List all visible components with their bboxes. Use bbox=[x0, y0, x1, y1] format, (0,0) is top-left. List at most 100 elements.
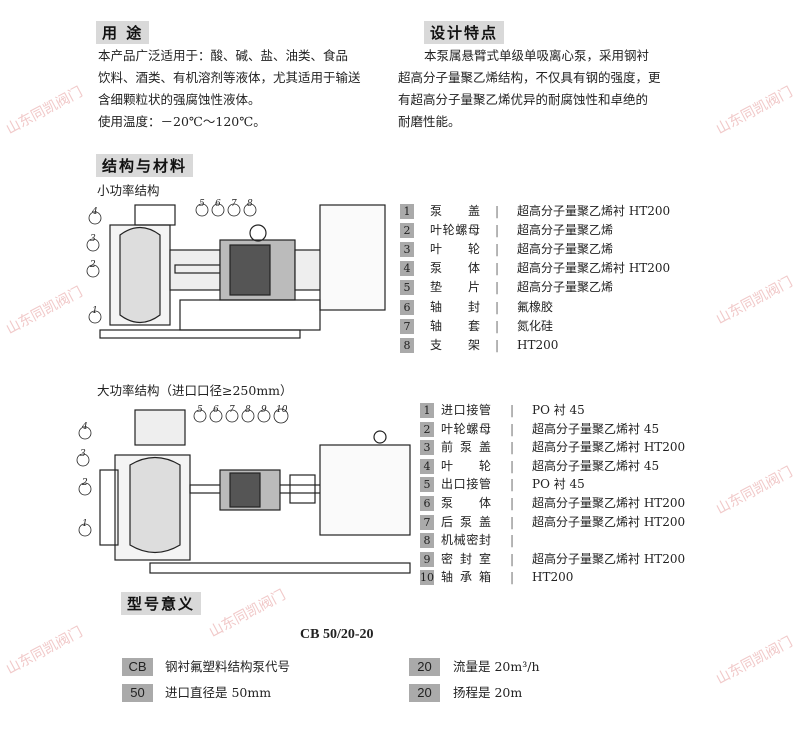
part-number: 9 bbox=[420, 551, 434, 567]
part-material: 超高分子量聚乙烯 bbox=[517, 280, 614, 295]
separator: | bbox=[510, 477, 515, 492]
watermark: 山东同凯阀门 bbox=[713, 634, 796, 688]
separator: | bbox=[495, 223, 500, 238]
watermark: 山东同凯阀门 bbox=[713, 84, 796, 138]
callout: 6 bbox=[213, 405, 219, 415]
separator: | bbox=[510, 496, 515, 510]
callout: 2 bbox=[82, 478, 88, 488]
small-pump-diagram bbox=[86, 203, 386, 339]
part-name: 前泵盖 bbox=[441, 440, 491, 455]
code-badge: CB bbox=[122, 658, 153, 676]
code-desc: 钢衬氟塑料结构泵代号 bbox=[165, 659, 291, 674]
part-material: 超高分子量聚乙烯衬 HT200 bbox=[517, 261, 671, 276]
watermark: 山东同凯阀门 bbox=[3, 624, 86, 678]
callout: 7 bbox=[231, 199, 237, 209]
separator: | bbox=[495, 280, 500, 295]
callout: 8 bbox=[247, 199, 253, 209]
part-name: 泵体 bbox=[441, 496, 491, 510]
part-row: 8 机械密封 | bbox=[420, 531, 720, 549]
separator: | bbox=[495, 299, 500, 314]
part-number: 6 bbox=[420, 496, 434, 511]
code-badge: 50 bbox=[122, 684, 153, 702]
part-number: 5 bbox=[400, 280, 414, 296]
large-pump-diagram bbox=[76, 408, 411, 574]
part-material: 氟橡胶 bbox=[517, 299, 554, 314]
part-material: 超高分子量聚乙烯衬 HT200 bbox=[532, 440, 686, 455]
usage-heading: 用 途 bbox=[96, 21, 150, 44]
part-name: 叶轮 bbox=[430, 242, 480, 257]
callout: 7 bbox=[229, 405, 235, 415]
part-number: 1 bbox=[400, 204, 414, 219]
callout: 8 bbox=[245, 405, 251, 415]
part-name: 轴承箱 bbox=[441, 570, 491, 585]
part-number: 4 bbox=[420, 458, 434, 474]
structure-heading: 结构与材料 bbox=[96, 154, 194, 177]
part-name: 出口接管 bbox=[441, 477, 491, 492]
callout: 3 bbox=[90, 234, 96, 244]
design-line: 耐磨性能。 bbox=[398, 114, 461, 129]
part-number: 5 bbox=[420, 477, 434, 493]
part-material: 超高分子量聚乙烯 bbox=[517, 223, 614, 238]
callout: 1 bbox=[92, 306, 98, 316]
part-name: 叶轮螺母 bbox=[430, 223, 480, 238]
separator: | bbox=[510, 533, 515, 548]
part-name: 支架 bbox=[430, 337, 480, 352]
part-number: 1 bbox=[420, 403, 434, 418]
small-structure-title: 小功率结构 bbox=[97, 183, 160, 198]
separator: | bbox=[510, 551, 515, 566]
callout: 5 bbox=[199, 199, 205, 209]
usage-line: 饮料、酒类、有机溶剂等液体，尤其适用于输送 bbox=[98, 70, 361, 85]
callout: 4 bbox=[92, 207, 98, 217]
watermark: 山东同凯阀门 bbox=[713, 464, 796, 518]
part-material: 超高分子量聚乙烯衬 45 bbox=[532, 458, 660, 473]
model-example: CB 50/20-20 bbox=[300, 627, 374, 642]
part-number: 3 bbox=[400, 242, 414, 258]
usage-line: 使用温度：－20℃～120℃。 bbox=[98, 114, 266, 129]
part-name: 垫片 bbox=[430, 280, 480, 295]
part-material: HT200 bbox=[517, 337, 559, 352]
part-name: 泵盖 bbox=[430, 204, 480, 218]
part-material: 超高分子量聚乙烯 bbox=[517, 242, 614, 257]
part-number: 10 bbox=[420, 570, 434, 586]
separator: | bbox=[510, 440, 515, 455]
part-number: 6 bbox=[400, 299, 414, 315]
part-material: 超高分子量聚乙烯衬 HT200 bbox=[532, 551, 686, 566]
callout: 9 bbox=[261, 405, 267, 415]
part-number: 3 bbox=[420, 440, 434, 456]
part-material: PO 衬 45 bbox=[532, 403, 585, 417]
code-badge: 20 bbox=[409, 658, 440, 676]
part-name: 机械密封 bbox=[441, 533, 491, 548]
callout: 5 bbox=[197, 405, 203, 415]
part-material: PO 衬 45 bbox=[532, 477, 585, 492]
part-number: 7 bbox=[400, 318, 414, 334]
separator: | bbox=[510, 403, 515, 417]
callout: 1 bbox=[82, 519, 88, 529]
watermark: 山东同凯阀门 bbox=[3, 84, 86, 138]
part-number: 8 bbox=[420, 533, 434, 549]
separator: | bbox=[495, 242, 500, 257]
callout: 6 bbox=[215, 199, 221, 209]
code-badge: 20 bbox=[409, 684, 440, 702]
code-desc: 流量是 20m³/h bbox=[453, 659, 540, 674]
design-line: 本泵属悬臂式单级单吸离心泵，采用钢衬 bbox=[424, 48, 650, 63]
part-material: 超高分子量聚乙烯衬 HT200 bbox=[532, 514, 686, 529]
part-number: 4 bbox=[400, 261, 414, 277]
design-line: 有超高分子量聚乙烯优异的耐腐蚀性和卓绝的 bbox=[398, 92, 649, 107]
part-number: 2 bbox=[420, 421, 434, 437]
separator: | bbox=[495, 337, 500, 352]
callout: 10 bbox=[276, 405, 288, 415]
part-material: HT200 bbox=[532, 570, 574, 585]
part-material: 超高分子量聚乙烯衬 45 bbox=[532, 421, 660, 436]
design-line: 超高分子量聚乙烯结构，不仅具有钢的强度，更 bbox=[398, 70, 661, 85]
